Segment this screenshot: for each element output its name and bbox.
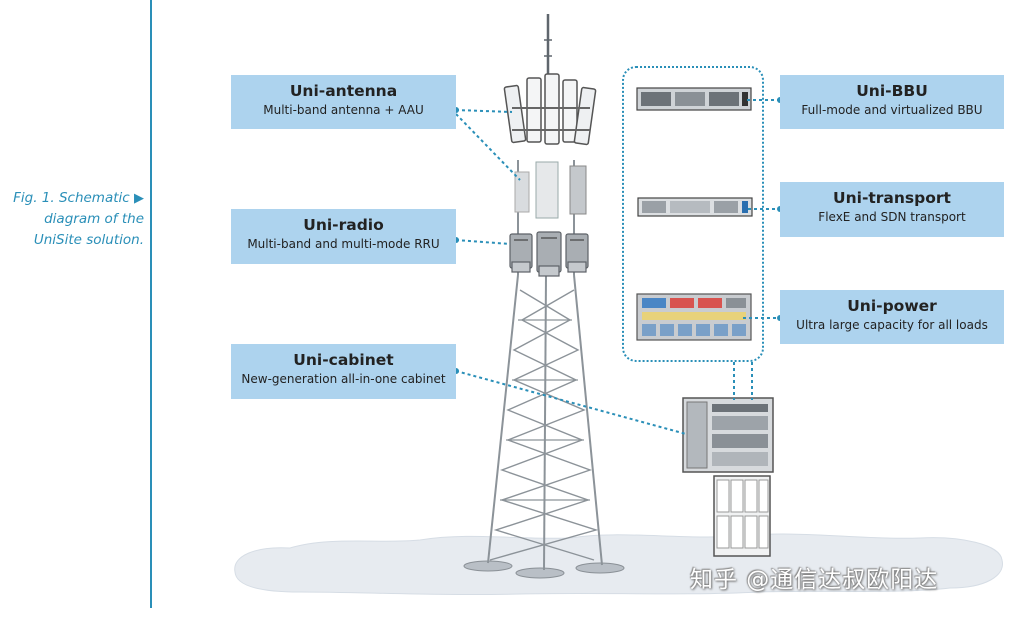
aau-panels: [514, 161, 587, 219]
bbu-device: [636, 87, 752, 111]
uni-bbu-label: Uni-BBU Full-mode and virtualized BBU: [780, 75, 1004, 129]
divider-line: [150, 0, 152, 608]
lattice-tower: [487, 160, 603, 571]
caption-arrow-icon: ▶: [134, 191, 144, 206]
uni-antenna-label: Uni-antenna Multi-band antenna + AAU: [231, 75, 456, 129]
rru-units: [509, 231, 589, 277]
uni-cabinet-subtitle: New-generation all-in-one cabinet: [241, 372, 446, 386]
uni-power-subtitle: Ultra large capacity for all loads: [796, 318, 988, 332]
uni-transport-title: Uni-transport: [833, 189, 951, 207]
equipment-callout-box: [622, 66, 764, 362]
uni-radio-subtitle: Multi-band and multi-mode RRU: [247, 237, 440, 251]
figure-caption: Fig. 1. Schematic ▶ diagram of the UniSi…: [13, 190, 144, 248]
uni-transport-subtitle: FlexE and SDN transport: [818, 210, 966, 224]
uni-power-label: Uni-power Ultra large capacity for all l…: [780, 290, 1004, 344]
tower-footing-center: [515, 567, 565, 579]
uni-bbu-title: Uni-BBU: [856, 82, 928, 100]
uni-antenna-title: Uni-antenna: [289, 82, 398, 100]
tower-footing-right: [575, 562, 625, 574]
transport-device: [637, 197, 753, 217]
uni-antenna-subtitle: Multi-band antenna + AAU: [263, 103, 424, 117]
ground-cloud: [234, 533, 1003, 596]
connector-lines: [455, 99, 780, 435]
uni-power-title: Uni-power: [847, 297, 937, 315]
power-device: [636, 293, 752, 341]
uni-radio-title: Uni-radio: [303, 216, 384, 234]
watermark-text: 知乎 @通信达叔欧阳达: [690, 567, 939, 593]
uni-cabinet-label: Uni-cabinet New-generation all-in-one ca…: [231, 344, 456, 399]
uni-radio-label: Uni-radio Multi-band and multi-mode RRU: [231, 209, 456, 264]
antenna-array: [503, 73, 597, 146]
uni-transport-label: Uni-transport FlexE and SDN transport: [780, 182, 1004, 237]
uni-cabinet-title: Uni-cabinet: [293, 351, 394, 369]
uni-bbu-subtitle: Full-mode and virtualized BBU: [801, 103, 983, 117]
cabinet: [682, 397, 774, 557]
